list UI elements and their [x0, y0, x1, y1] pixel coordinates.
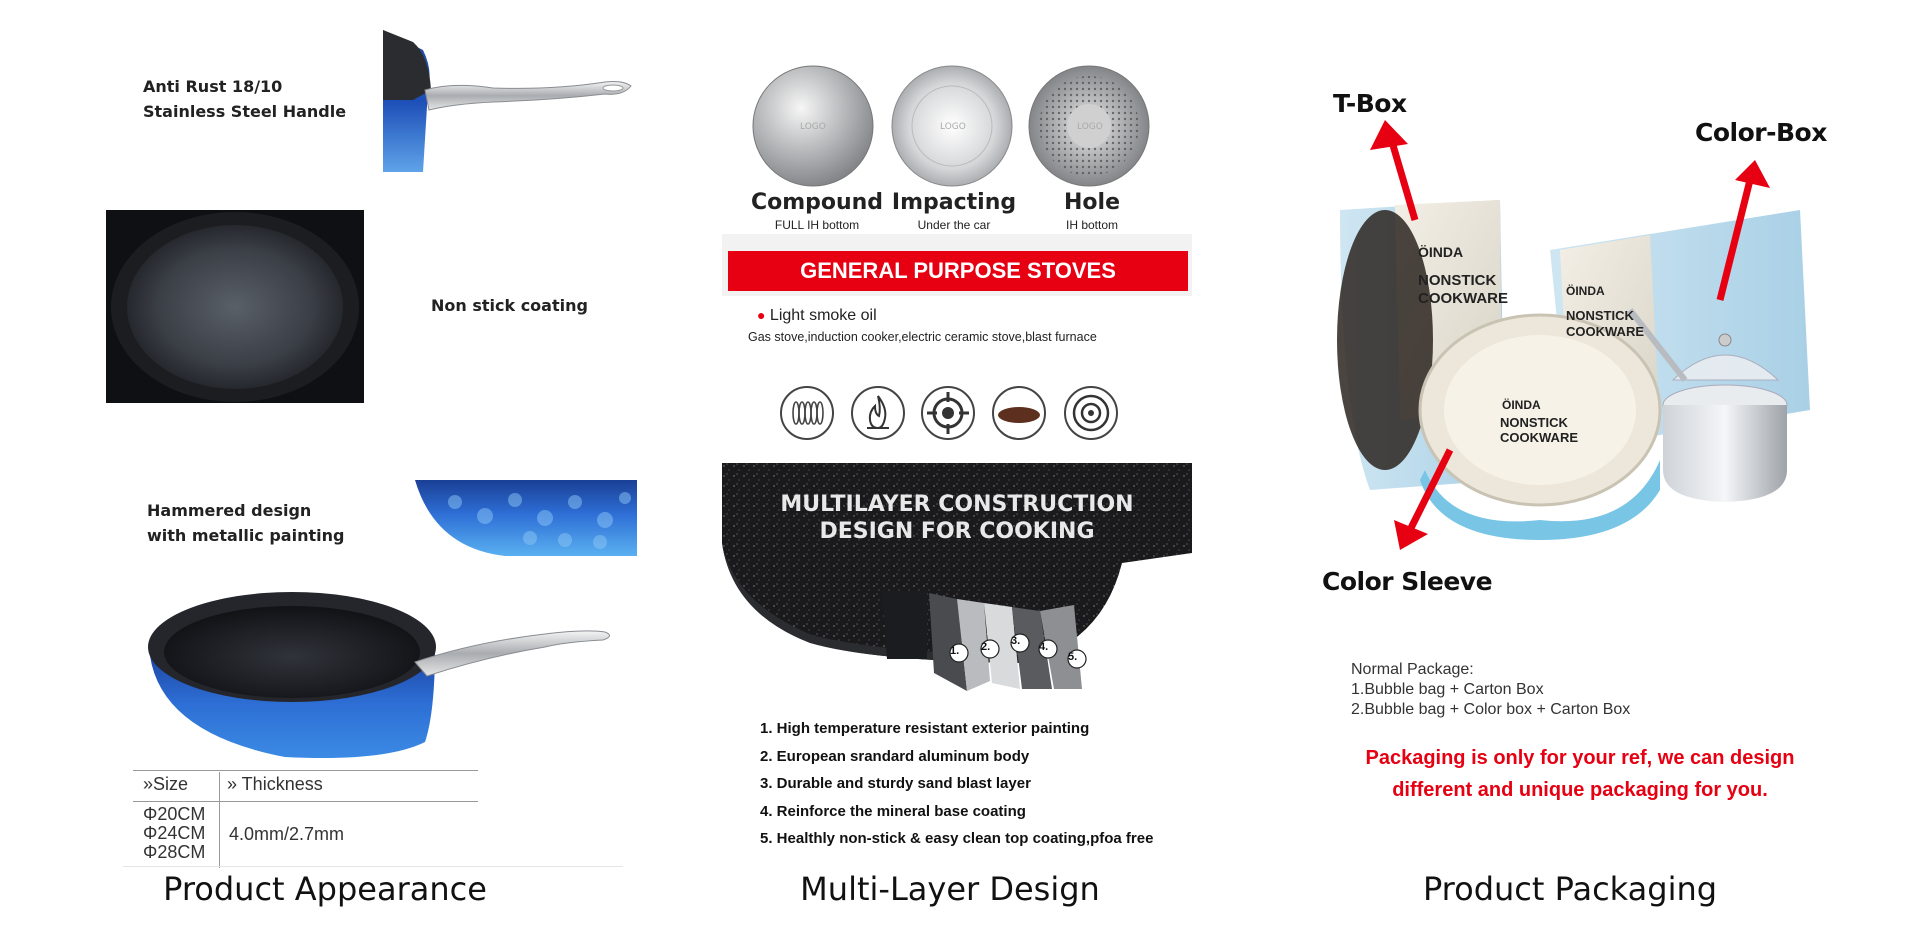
sleeve-text: NONSTICK COOKWARE [1500, 415, 1578, 445]
layer-item: 3. Durable and sturdy sand blast layer [760, 775, 1031, 792]
sleeve-label: Color Sleeve [1322, 567, 1493, 596]
bottom-name: Hole [1064, 190, 1120, 215]
caption-multilayer: Multi-Layer Design [800, 870, 1100, 908]
induction-icon [1064, 386, 1118, 440]
hammered-label: Hammered design with metallic painting [147, 501, 345, 545]
caption-packaging: Product Packaging [1422, 870, 1718, 908]
bottom-name: Compound [750, 190, 884, 215]
layer-item: 4. Reinforce the mineral base coating [760, 802, 1026, 820]
logo-mark: LOGO [800, 122, 826, 132]
handle-label: Anti Rust 18/10 Stainless Steel Handle [143, 77, 347, 121]
stoves-line: Gas stove,induction cooker,electric cera… [748, 330, 1097, 344]
size-header: »Size [143, 774, 189, 794]
bottom-sub: IH bottom [1065, 218, 1119, 232]
gas-burner-icon [921, 386, 975, 440]
brand-logo: ÖINDA [1502, 398, 1541, 412]
thickness-value: 4.0mm/2.7mm [229, 824, 345, 844]
tbox-text: NONSTICK COOKWARE [1418, 272, 1508, 307]
size-value: Φ28CM [143, 842, 206, 862]
sleeve-arrow-icon [1394, 448, 1454, 550]
layer-number: 1. [950, 645, 960, 657]
bullet-dot-icon: ● [757, 307, 766, 323]
layer-number: 4. [1039, 641, 1049, 653]
brand-logo: ÖINDA [1418, 244, 1464, 260]
layer-number: 5. [1068, 651, 1078, 663]
bottom-sub: Under the car [917, 218, 991, 232]
size-value: Φ24CM [143, 823, 206, 843]
frying-pan-image [148, 592, 610, 758]
gas-flame-icon [851, 386, 905, 440]
coating-label: Non stick coating [431, 296, 588, 315]
layer-number: 3. [1011, 635, 1021, 647]
logo-mark: LOGO [940, 122, 966, 132]
bottom-name: Impacting [891, 190, 1017, 215]
layer-item: 2. European srandard aluminum body [760, 747, 1030, 765]
tbox-label: T-Box [1333, 89, 1407, 118]
colorbox-text: NONSTICK COOKWARE [1566, 308, 1644, 339]
bullet-line: ● Light smoke oil [757, 307, 877, 324]
nonstick-coating-image [106, 210, 364, 403]
layer-list: 1. High temperature resistant exterior p… [760, 715, 1153, 853]
caption-appearance: Product Appearance [163, 870, 487, 908]
thickness-header: » Thickness [227, 774, 323, 794]
multilayer-construction-image [722, 463, 1192, 703]
normal-package-info: Normal Package: 1.Bubble bag + Carton Bo… [1351, 661, 1631, 718]
colorbox-arrow-icon [1716, 160, 1770, 301]
construction-title: MULTILAYER CONSTRUCTION DESIGN FOR COOKI… [780, 492, 1134, 544]
colorbox-label: Color-Box [1695, 118, 1827, 147]
bottom-types-image [752, 65, 1150, 187]
size-value: Φ20CM [143, 804, 206, 824]
hammered-side-image [415, 480, 637, 556]
coil-stove-icon [780, 386, 834, 440]
handle-closeup-image [383, 30, 632, 172]
ceramic-plate-icon [992, 386, 1046, 440]
logo-mark: LOGO [1077, 122, 1103, 132]
packaging-photo [1337, 200, 1810, 540]
bottom-sub: FULL IH bottom [774, 218, 860, 232]
stoves-banner: GENERAL PURPOSE STOVES [728, 251, 1188, 291]
tbox-arrow-icon [1370, 120, 1419, 221]
layer-number: 2. [981, 641, 991, 653]
brand-logo: ÖINDA [1566, 284, 1605, 298]
layer-item: 1. High temperature resistant exterior p… [760, 720, 1090, 737]
arrow-overlay [1370, 120, 1770, 550]
layer-item: 5. Healthly non-stick & easy clean top c… [760, 830, 1154, 847]
packaging-note: Packaging is only for your ref, we can d… [1365, 747, 1795, 801]
